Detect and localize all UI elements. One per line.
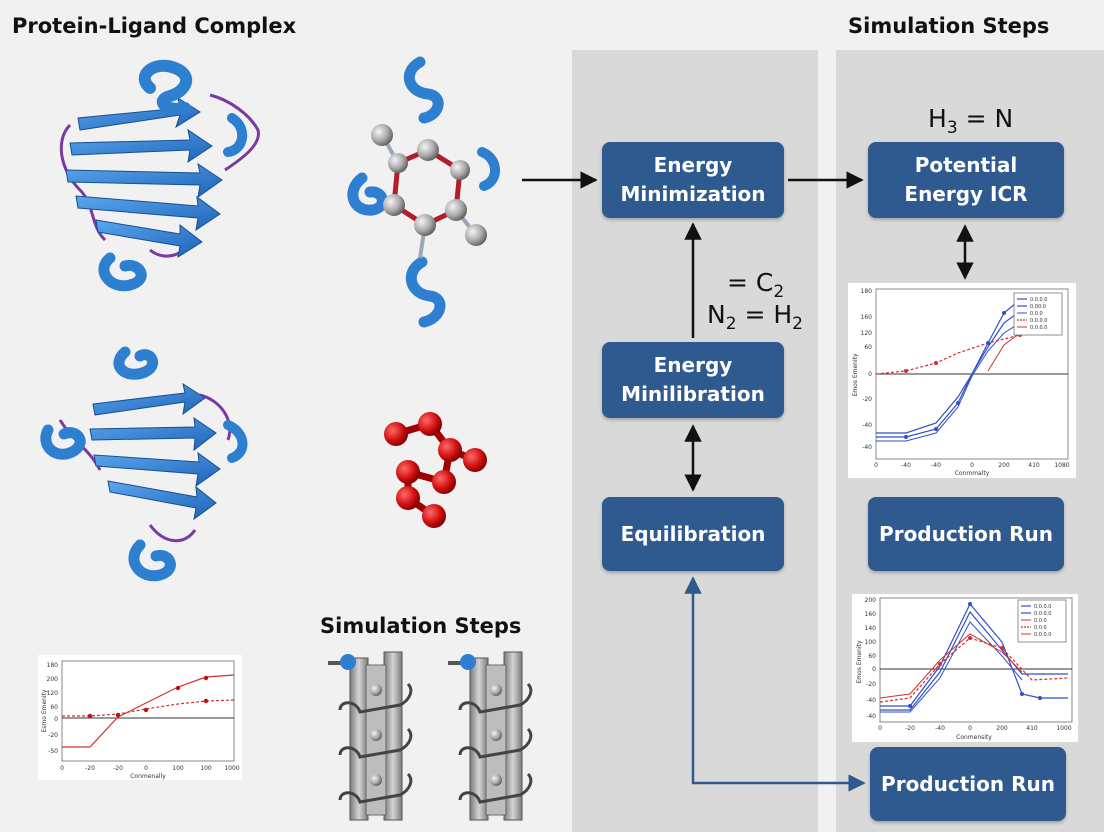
left-x-tick-6: 1000 <box>224 765 239 772</box>
left-y-tick-0: 180 <box>47 662 59 669</box>
formula-n2-base: N <box>707 300 726 329</box>
rt-legend-4: 0.0.0.0 <box>1030 325 1048 331</box>
rb-y-tick-5: 0 <box>872 666 876 673</box>
rt-legend-3: 0.0.0.0 <box>1030 318 1048 324</box>
rt-y-tick-3: 60 <box>864 344 872 351</box>
production-run-box-1: Production Run <box>868 497 1064 571</box>
left-x-tick-1: -20 <box>85 765 95 772</box>
energy-minimization-box: Energy Minimization <box>602 142 784 218</box>
formula-c2-base: = C <box>727 268 774 297</box>
rb-legend-3: 0.0.0 <box>1034 625 1047 631</box>
rt-y-tick-7: -40 <box>862 444 872 451</box>
formula-n2-h2: N2 = H2 <box>707 300 803 334</box>
left-x-tick-3: 0 <box>144 765 148 772</box>
formula-h3n-base: H <box>928 104 947 133</box>
rt-y-tick-5: -20 <box>862 396 872 403</box>
rb-legend-2: 0.0.0 <box>1034 618 1047 624</box>
rt-y-tick-2: 120 <box>861 330 873 337</box>
rt-y-tick-4: 0 <box>868 371 872 378</box>
rb-y-tick-1: 160 <box>865 611 877 618</box>
energy-plot-left: 180 200 120 60 0 -20 -50 0 -20 -20 0 100… <box>38 655 242 780</box>
left-x-label: Conmenally <box>130 773 166 780</box>
formula-c2-sub: 2 <box>773 282 785 302</box>
left-x-tick-5: 100 <box>200 765 212 772</box>
rt-x-tick-2: -40 <box>931 462 941 469</box>
rt-x-tick-3: 0 <box>970 462 974 469</box>
left-x-tick-2: -20 <box>113 765 123 772</box>
rb-x-tick-1: -20 <box>905 725 915 732</box>
rb-x-tick-6: 1000 <box>1056 725 1071 732</box>
potential-energy-box: Potential Energy ICR <box>868 142 1064 218</box>
rb-x-tick-2: -40 <box>935 725 945 732</box>
rb-y-tick-6: -20 <box>866 681 876 688</box>
rt-x-tick-4: 200 <box>998 462 1010 469</box>
formula-c2: = C2 <box>727 268 784 302</box>
rt-x-label: Conmmalty <box>955 470 990 477</box>
formula-n2-sub: 2 <box>725 314 737 334</box>
left-y-tick-1: 200 <box>47 676 59 683</box>
rt-y-tick-6: -40 <box>862 422 872 429</box>
left-y-tick-6: -50 <box>48 748 58 755</box>
rt-legend-1: 0.00.0 <box>1030 304 1046 310</box>
formula-h3n-rest: = N <box>957 104 1014 133</box>
rb-x-tick-3: 0 <box>968 725 972 732</box>
ligand-red-atoms <box>384 412 487 528</box>
rb-y-tick-0: 200 <box>865 597 877 604</box>
rb-y-tick-3: 100 <box>865 639 877 646</box>
rb-legend-4: 0.0.0.0 <box>1034 632 1052 638</box>
rb-y-label: Emos Emenity <box>856 640 863 683</box>
simulation-column-1 <box>328 651 413 821</box>
protein-ligand-complex-heading: Protein-Ligand Complex <box>12 14 297 38</box>
rb-x-tick-5: 410 <box>1026 725 1038 732</box>
rb-x-tick-0: 0 <box>878 725 882 732</box>
rb-y-tick-8: -40 <box>866 713 876 720</box>
formula-h2-sub: 2 <box>792 314 803 334</box>
simulation-column-2 <box>448 651 533 821</box>
energy-minilibration-box: Energy Minilibration <box>602 342 784 418</box>
rb-y-tick-4: 60 <box>868 653 876 660</box>
left-y-tick-4: 0 <box>54 716 58 723</box>
formula-h3-n: H3 = N <box>928 104 1013 138</box>
formula-h3n-sub: 3 <box>946 118 958 138</box>
simulation-steps-heading-right: Simulation Steps <box>848 14 1050 38</box>
protein-structure-bottom <box>40 346 248 582</box>
rt-legend-2: 0.0.0 <box>1030 311 1043 317</box>
rt-x-tick-5: 410 <box>1028 462 1040 469</box>
rb-x-label: Conmensity <box>956 734 992 741</box>
rb-y-tick-7: -40 <box>866 697 876 704</box>
rt-y-tick-0: 180 <box>861 288 873 295</box>
left-y-tick-5: -20 <box>48 732 58 739</box>
formula-h2-base: = H <box>736 300 793 329</box>
energy-plot-right-bottom: 0.0.0.0 0.0.0.0 0.0.0 0.0.0 0.0.0.0 200 … <box>852 594 1078 742</box>
rt-x-tick-0: 0 <box>874 462 878 469</box>
left-y-label: Esmo Emenity <box>41 689 48 732</box>
energy-plot-right-top: 0.0.0.0 0.00.0 0.0.0 0.0.0.0 0.0.0.0 180… <box>848 283 1076 478</box>
left-x-tick-0: 0 <box>60 765 64 772</box>
ligand-ring-structure <box>347 56 500 328</box>
rt-legend-0: 0.0.0.0 <box>1030 297 1048 303</box>
rb-legend-0: 0.0.0.0 <box>1034 604 1052 610</box>
left-y-tick-3: 60 <box>50 704 58 711</box>
rb-legend-1: 0.0.0.0 <box>1034 611 1052 617</box>
rt-x-tick-1: -40 <box>901 462 911 469</box>
rb-y-tick-2: 140 <box>865 625 877 632</box>
left-x-tick-4: 100 <box>172 765 184 772</box>
left-y-tick-2: 120 <box>47 690 59 697</box>
rt-y-tick-1: 160 <box>861 314 873 321</box>
equilibration-box: Equilibration <box>602 497 784 571</box>
rt-y-label: Emos Emenity <box>852 353 859 396</box>
protein-structure-top <box>59 59 260 292</box>
rt-x-tick-6: 1080 <box>1054 462 1069 469</box>
simulation-steps-heading-middle: Simulation Steps <box>320 614 522 638</box>
rb-x-tick-4: 200 <box>996 725 1008 732</box>
production-run-box-2: Production Run <box>870 747 1066 821</box>
arrow-production-to-equilibration <box>684 576 866 792</box>
